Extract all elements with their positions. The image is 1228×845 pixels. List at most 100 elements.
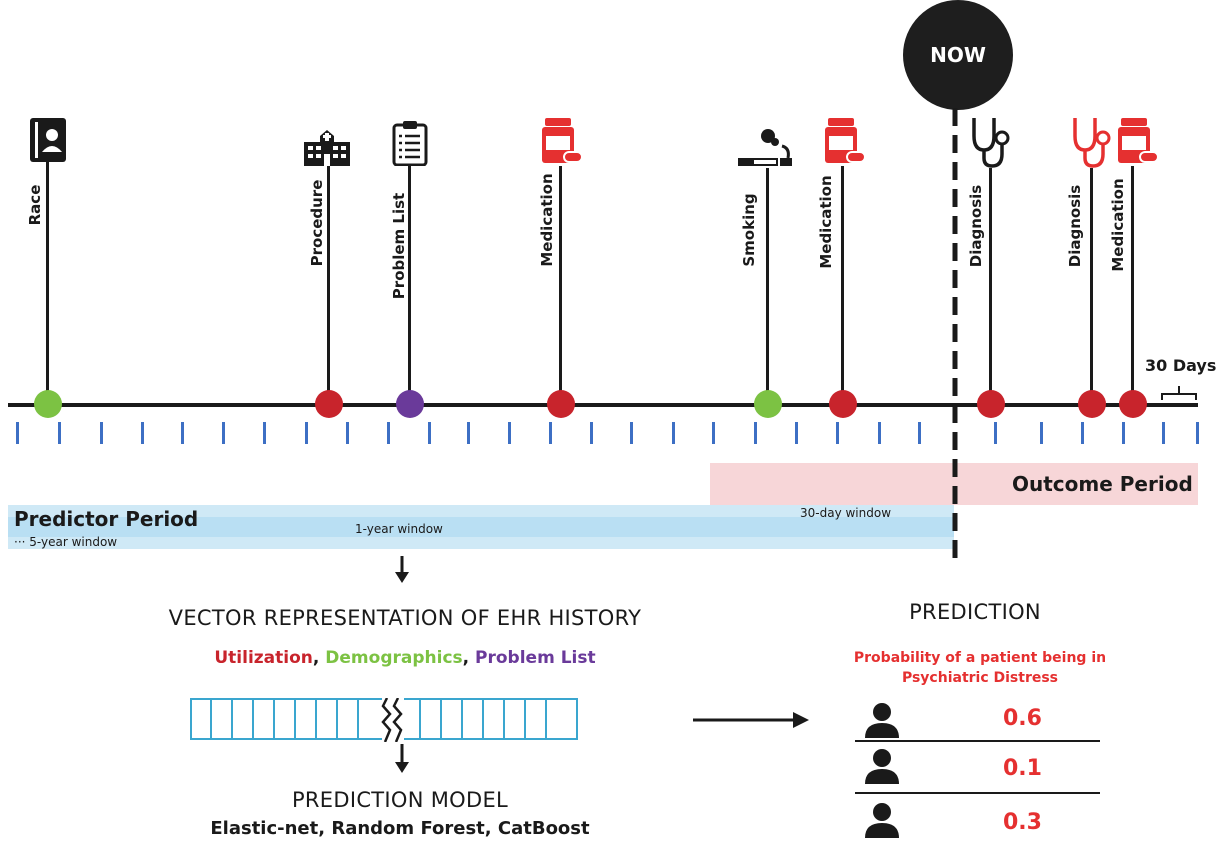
now-marker: NOW	[903, 0, 1013, 110]
timeline-tick	[1196, 422, 1199, 444]
timeline-tick	[508, 422, 511, 444]
event-stem-diagnosis	[989, 168, 992, 403]
person-icon	[865, 749, 899, 784]
pill-bottle-icon	[542, 118, 582, 163]
category-utilization: Utilization	[214, 648, 313, 668]
timeline-tick	[16, 422, 19, 444]
category-demographics: Demographics	[325, 648, 463, 668]
probability-value: 0.3	[1003, 810, 1042, 835]
probability-value: 0.1	[1003, 756, 1042, 781]
event-label-diagnosis: Diagnosis	[1066, 184, 1084, 268]
event-label-smoking: Smoking	[740, 193, 758, 267]
event-label-race: Race	[26, 184, 44, 226]
timeline-tick	[630, 422, 633, 444]
timeline-tick	[754, 422, 757, 444]
timeline-tick	[141, 422, 144, 444]
timeline-tick	[918, 422, 921, 444]
thirty-day-window-label: 30-day window	[800, 506, 892, 520]
timeline-tick	[836, 422, 839, 444]
event-label-medication: Medication	[538, 173, 556, 267]
timeline-tick	[1040, 422, 1043, 444]
cigarette-icon	[738, 129, 792, 166]
right-arrow	[693, 712, 809, 728]
stethoscope-icon	[972, 118, 1010, 168]
timeline-tick	[263, 422, 266, 444]
event-label-diagnosis: Diagnosis	[967, 184, 985, 268]
timeline-tick	[1081, 422, 1084, 444]
event-dot-diagnosis	[977, 390, 1005, 418]
model-methods: Elastic-net, Random Forest, CatBoost	[210, 818, 590, 839]
clipboard-icon	[392, 121, 428, 166]
timeline-tick	[549, 422, 552, 444]
event-label-medication: Medication	[817, 175, 835, 269]
timeline-tick	[672, 422, 675, 444]
timeline-tick	[467, 422, 470, 444]
event-stem-diagnosis	[1090, 168, 1093, 403]
feature-vector	[190, 698, 578, 742]
timeline-tick	[181, 422, 184, 444]
thirty-days-label: 30 Days	[1145, 356, 1217, 375]
timeline-tick	[387, 422, 390, 444]
event-stem-problem-list	[408, 166, 411, 403]
timeline-tick	[590, 422, 593, 444]
prediction-title: PREDICTION	[909, 600, 1041, 624]
predictor-period-inner-band	[8, 517, 954, 537]
pill-bottle-icon	[1118, 118, 1158, 163]
timeline-tick	[222, 422, 225, 444]
vector-categories: Utilization, Demographics, Problem List	[130, 648, 680, 668]
row-divider	[855, 740, 1100, 742]
event-dot-medication	[547, 390, 575, 418]
event-stem-medication	[841, 166, 844, 403]
row-divider	[855, 792, 1100, 794]
timeline-tick	[1122, 422, 1125, 444]
timeline-tick	[795, 422, 798, 444]
event-label-problem-list: Problem List	[390, 192, 408, 300]
timeline-tick	[305, 422, 308, 444]
category-separator: ,	[462, 648, 476, 668]
pill-bottle-icon	[825, 118, 865, 163]
event-dot-problem-list	[396, 390, 424, 418]
timeline-tick	[428, 422, 431, 444]
event-dot-medication	[829, 390, 857, 418]
category-problem-list: Problem List	[475, 648, 596, 668]
category-separator: ,	[312, 648, 326, 668]
model-title: PREDICTION MODEL	[291, 788, 509, 812]
event-dot-diagnosis	[1078, 390, 1106, 418]
event-label-procedure: Procedure	[308, 179, 326, 267]
event-stem-smoking	[766, 168, 769, 403]
timeline-tick	[100, 422, 103, 444]
stethoscope-icon	[1073, 118, 1111, 168]
timeline-tick	[994, 422, 997, 444]
event-dot-smoking	[754, 390, 782, 418]
event-stem-medication	[1131, 166, 1134, 403]
event-dot-procedure	[315, 390, 343, 418]
vector-title: VECTOR REPRESENTATION OF EHR HISTORY	[168, 606, 642, 630]
timeline-tick	[58, 422, 61, 444]
person-icon	[865, 703, 899, 738]
timeline-axis	[8, 403, 1198, 407]
down-arrow	[395, 744, 409, 773]
event-dot-medication	[1119, 390, 1147, 418]
timeline-tick	[346, 422, 349, 444]
probability-value: 0.6	[1003, 706, 1042, 731]
timeline-tick	[712, 422, 715, 444]
person-icon	[865, 803, 899, 838]
event-dot-race	[34, 390, 62, 418]
event-label-medication: Medication	[1109, 178, 1127, 272]
now-dashed-line	[952, 108, 958, 558]
five-year-window-label: ··· 5-year window	[14, 535, 118, 549]
event-stem-race	[46, 160, 49, 403]
id-card-icon	[30, 118, 66, 162]
one-year-window-label: 1-year window	[355, 522, 443, 536]
timeline-tick	[878, 422, 881, 444]
thirty-days-bracket	[1161, 386, 1197, 400]
down-arrow	[395, 556, 409, 583]
outcome-period-label: Outcome Period	[1012, 472, 1193, 496]
timeline-tick	[1162, 422, 1165, 444]
event-stem-procedure	[327, 166, 330, 403]
hospital-icon	[304, 130, 350, 166]
predictor-period-label: Predictor Period	[14, 507, 199, 531]
prediction-subtitle-line1: Probability of a patient being in	[853, 650, 1107, 666]
prediction-subtitle-line2: Psychiatric Distress	[901, 670, 1059, 686]
event-stem-medication	[559, 166, 562, 403]
